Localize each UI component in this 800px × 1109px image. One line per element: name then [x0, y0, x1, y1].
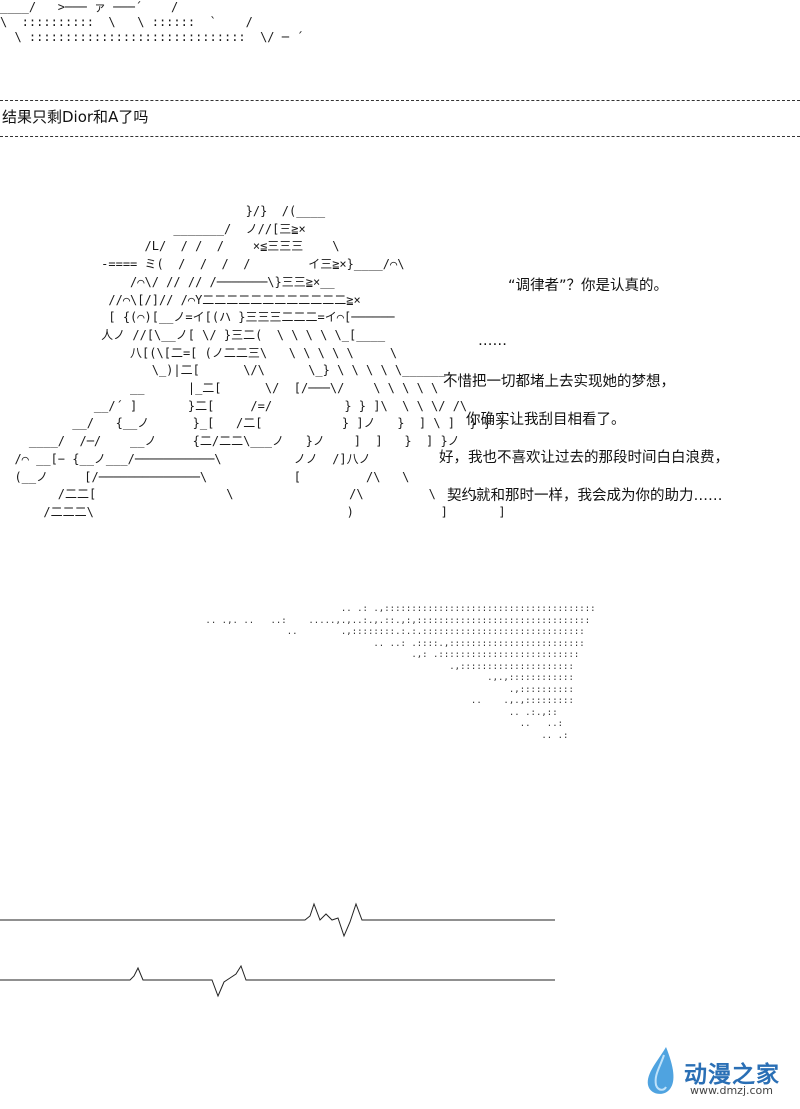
- speech-line-3: 不惜把一切都堵上去实现她的梦想，: [443, 374, 675, 390]
- speech-line-6: 契约就和那时一样，我会成为你的助力……: [447, 488, 723, 504]
- speech-line-2: ……: [478, 333, 507, 349]
- speech-line-1: “调律者”？你是认真的。: [508, 278, 669, 294]
- pulse-line-top: [0, 902, 555, 938]
- top-ascii-art: ____/ >─── ァ ───´ / \ :::::::::: \ \ :::…: [0, 0, 304, 44]
- pulse-line-bottom: [0, 964, 555, 998]
- watermark-title: 动漫之家: [684, 1062, 780, 1088]
- watermark-url: www.dmzj.com: [690, 1084, 773, 1097]
- dashed-divider-bottom: [0, 136, 800, 137]
- site-watermark: 动漫之家 www.dmzj.com: [640, 1045, 795, 1100]
- speech-line-4: 你确实让我刮目相看了。: [466, 412, 626, 428]
- speech-line-5: 好，我也不喜欢让过去的那段时间白白浪费，: [439, 450, 729, 466]
- dashed-divider-top: [0, 100, 800, 101]
- caption-text: 结果只剩Dior和A了吗: [2, 108, 149, 126]
- character-ascii-art: }/} /(____ _______/ ノ//[三≧× /L/ / / / ×≦…: [14, 204, 506, 519]
- droplet-logo-icon: [647, 1047, 674, 1094]
- dotted-gradient-art: .. .: .,::::::::::::::::::::::::::::::::…: [205, 604, 596, 741]
